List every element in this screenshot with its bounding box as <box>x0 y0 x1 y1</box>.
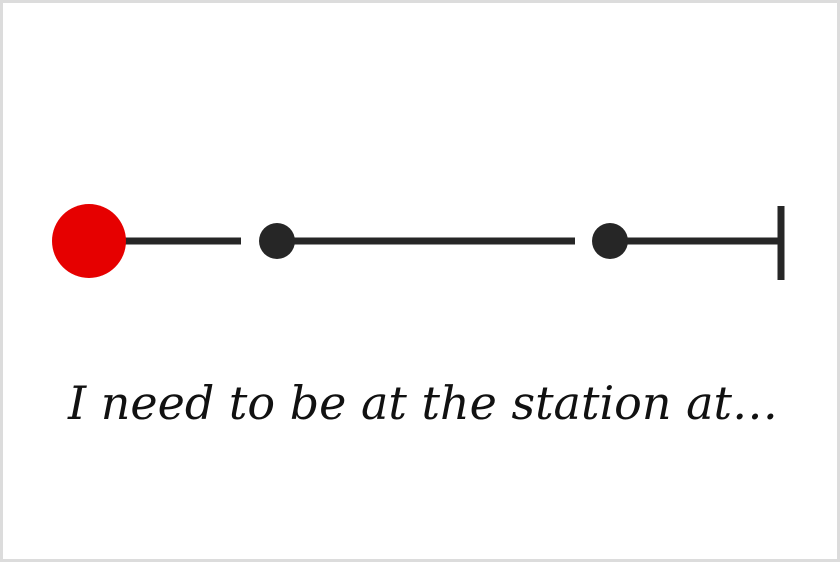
route-diagram <box>52 204 785 280</box>
prompt-caption: I need to be at the station at… <box>67 376 779 430</box>
route-start-marker <box>52 204 126 278</box>
stop-marker-1 <box>259 223 295 259</box>
stop-marker-2 <box>592 223 628 259</box>
